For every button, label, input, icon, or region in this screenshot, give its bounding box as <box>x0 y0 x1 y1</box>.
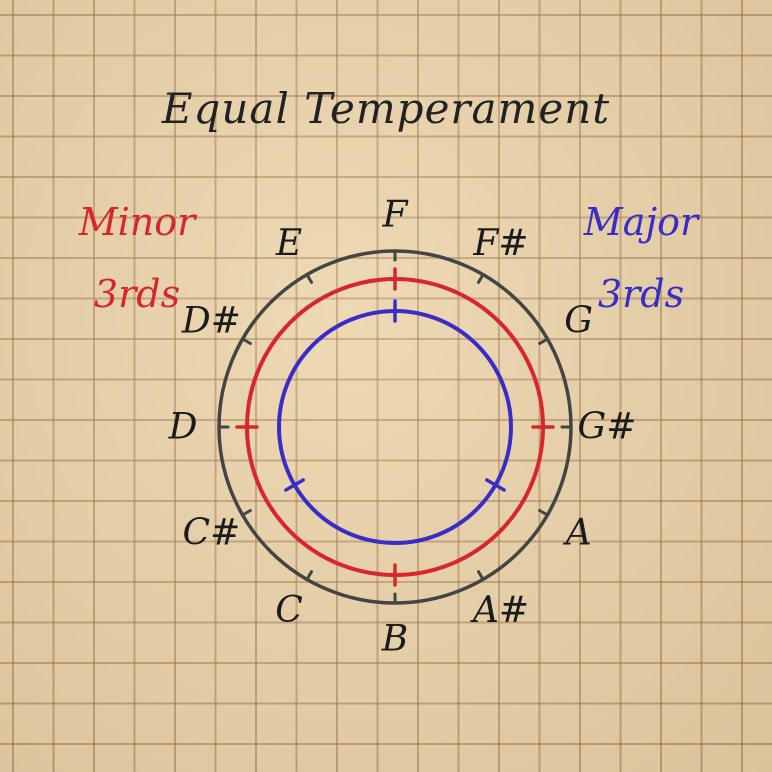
note-label: D <box>168 407 198 448</box>
note-label: A <box>563 513 592 554</box>
chromatic-ticks <box>217 249 573 605</box>
note-label: E <box>275 223 302 264</box>
minor-label-line2: 3rds <box>93 272 181 316</box>
note-label: A# <box>470 590 529 631</box>
note-label: C <box>275 590 303 631</box>
minor-label-line1: Minor <box>78 200 196 244</box>
major-thirds-tick <box>485 478 506 492</box>
chromatic-tick <box>241 509 252 517</box>
note-label: C# <box>183 513 241 554</box>
note-label: F# <box>472 223 528 264</box>
major-thirds-circle <box>277 309 513 545</box>
minor-thirds-ticks <box>235 267 555 587</box>
minor-thirds-circle <box>245 277 545 577</box>
chromatic-tick <box>477 570 485 581</box>
major-label-line2: 3rds <box>597 272 685 316</box>
note-labels: F F# G G# A A# B C C# D D# E <box>168 195 637 660</box>
page-title: Equal Temperament <box>161 84 611 133</box>
note-label: G# <box>578 407 637 448</box>
major-thirds-label: Major 3rds <box>556 186 726 330</box>
major-label-line1: Major <box>583 200 699 244</box>
chromatic-tick <box>241 337 252 345</box>
chromatic-tick <box>538 509 549 517</box>
chromatic-tick <box>538 337 549 345</box>
chromatic-tick <box>477 273 485 284</box>
note-label: F <box>382 195 410 236</box>
chromatic-tick <box>305 273 313 284</box>
chromatic-tick <box>305 570 313 581</box>
major-thirds-ticks <box>284 299 506 492</box>
note-label: G <box>564 301 593 342</box>
minor-thirds-label: Minor 3rds <box>52 186 222 330</box>
note-label: D# <box>181 301 241 342</box>
note-label: B <box>381 619 408 660</box>
major-thirds-tick <box>284 478 305 492</box>
